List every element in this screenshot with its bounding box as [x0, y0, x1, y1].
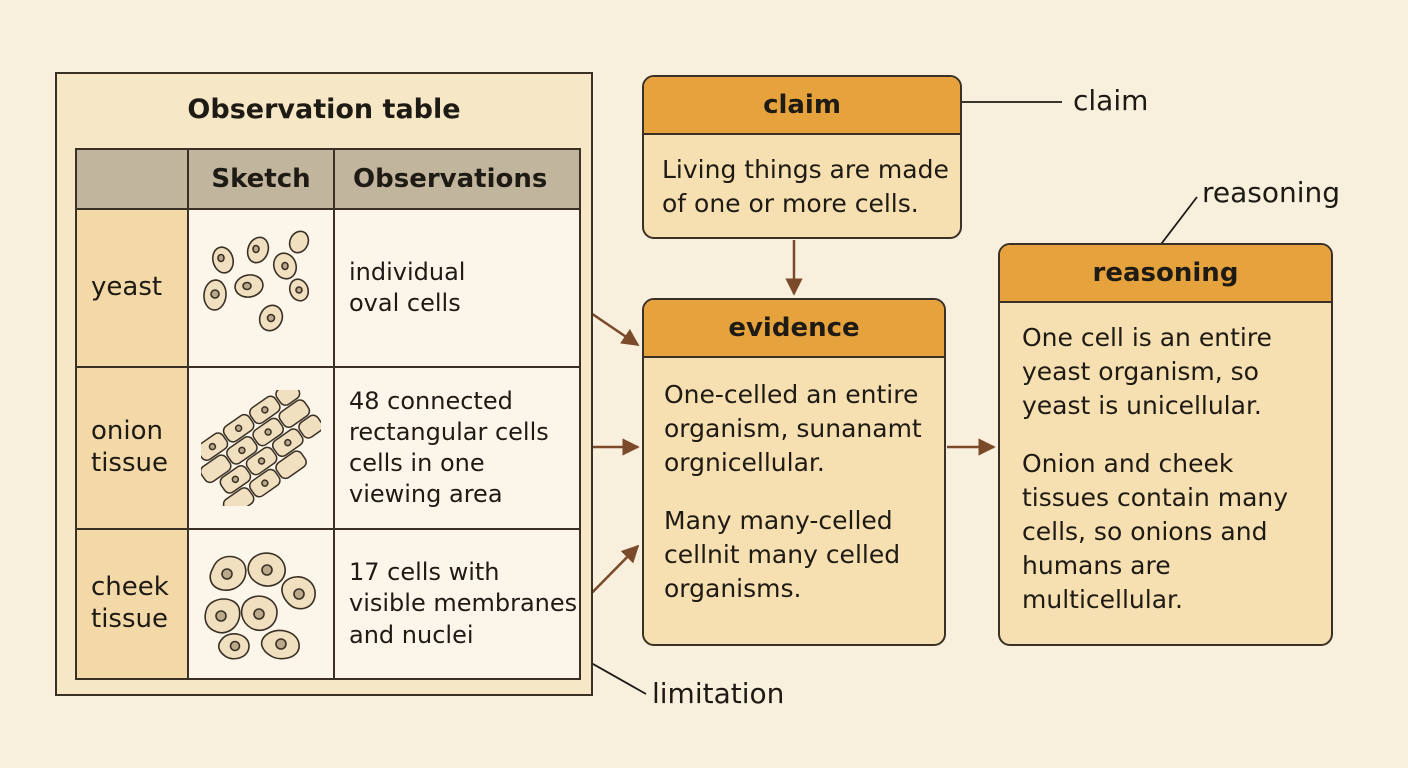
- evidence-box: evidence One-celled an entire organism, …: [642, 298, 946, 646]
- header-observations: Observations: [333, 148, 581, 210]
- row-name-onion: onion tissue: [75, 366, 189, 530]
- sketch-cell: [187, 208, 335, 368]
- reasoning-paragraph: Onion and cheek tissues contain many cel…: [1022, 449, 1289, 614]
- table-row: onion tissue 48 connected rectangular ce…: [75, 366, 581, 530]
- claim-heading: claim: [644, 77, 960, 135]
- row-observations-cheek: 17 cells with visible membranes and nucl…: [333, 528, 581, 680]
- row-observations-onion: 48 connected rectangular cells cells in …: [333, 366, 581, 530]
- table-header-row: Sketch Observations: [75, 148, 581, 210]
- observation-table: Sketch Observations yeast: [75, 148, 581, 680]
- evidence-paragraph: One-celled an entire organism, sunanamt …: [664, 380, 922, 477]
- yeast-cells-icon: [203, 230, 310, 332]
- evidence-body: One-celled an entire organism, sunanamt …: [644, 358, 944, 606]
- reasoning-body: One cell is an entire yeast organism, so…: [1000, 303, 1331, 617]
- header-blank: [75, 148, 189, 210]
- cheek-cells-icon: [204, 552, 316, 660]
- limitation-callout-label: limitation: [652, 677, 785, 710]
- claim-text: Living things are made of one or more ce…: [662, 155, 949, 218]
- evidence-paragraph: Many many-celled cellnit many celled org…: [664, 506, 901, 603]
- row-name-yeast: yeast: [75, 208, 189, 368]
- reasoning-paragraph: One cell is an entire yeast organism, so…: [1022, 323, 1272, 420]
- header-sketch: Sketch: [187, 148, 335, 210]
- table-row: yeast individual oval cells: [75, 208, 581, 368]
- reasoning-box: reasoning One cell is an entire yeast or…: [998, 243, 1333, 646]
- onion-cells-icon: [201, 390, 321, 506]
- observation-table-title: Observation table: [187, 94, 461, 125]
- claim-box: claim Living things are made of one or m…: [642, 75, 962, 239]
- sketch-cell: [187, 528, 335, 680]
- evidence-heading: evidence: [644, 300, 944, 358]
- claim-callout-label: claim: [1073, 84, 1149, 117]
- table-row: cheek tissue 17 cells with visible membr…: [75, 528, 581, 680]
- reasoning-callout-label: reasoning: [1202, 176, 1341, 209]
- row-observations-yeast: individual oval cells: [333, 208, 581, 368]
- sketch-cell: [187, 366, 335, 530]
- row-name-cheek: cheek tissue: [75, 528, 189, 680]
- reasoning-heading: reasoning: [1000, 245, 1331, 303]
